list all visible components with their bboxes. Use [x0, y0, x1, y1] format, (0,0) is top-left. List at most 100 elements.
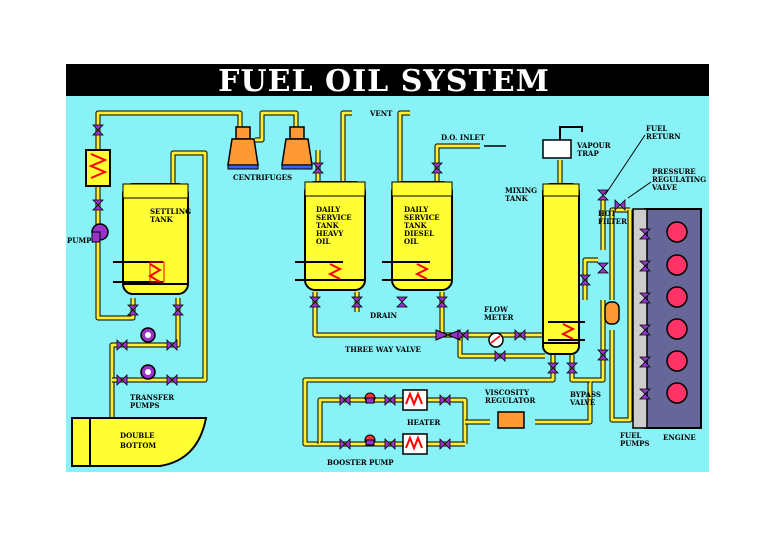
heater-2 — [402, 433, 428, 455]
transfer-pumps-label-2: PUMPS — [130, 401, 159, 410]
valve-group — [92, 124, 651, 450]
settling-tank: SETTLING TANK — [113, 183, 191, 295]
heater-1 — [402, 389, 428, 411]
diagram-title: FUEL OIL SYSTEM — [218, 64, 550, 99]
booster-pump-1 — [364, 392, 376, 404]
drain-label: DRAIN — [370, 311, 398, 320]
diesel-oil-label-2: SERVICE — [404, 213, 440, 222]
valve-icon — [436, 296, 448, 308]
engine-cylinder-1 — [666, 221, 688, 243]
valve-icon — [172, 304, 184, 316]
valve-icon — [339, 438, 351, 450]
mixing-tank-label-2: TANK — [505, 194, 529, 203]
pressure-regulating-valve-label-3: VALVE — [651, 183, 677, 192]
fuel-pumps-label-1: FUEL — [620, 431, 641, 440]
heavy-oil-label-2: SERVICE — [316, 213, 352, 222]
valve-icon — [639, 292, 651, 304]
double-bottom-label-1: DOUBLE — [120, 431, 154, 440]
valve-icon — [457, 329, 469, 341]
booster-pump-2 — [364, 434, 376, 446]
heater-label: HEATER — [407, 418, 441, 427]
heavy-oil-label-5: OIL — [316, 237, 330, 246]
engine-cylinder-4 — [666, 318, 688, 340]
valve-icon — [597, 349, 609, 361]
flow-meter-label-2: METER — [484, 313, 514, 322]
viscosity-regulator-label-2: REGULATOR — [485, 396, 536, 405]
settling-tank-label-1: SETTLING — [150, 207, 191, 216]
valve-icon — [127, 304, 139, 316]
diesel-oil-label-5: OIL — [404, 237, 418, 246]
valve-icon — [514, 329, 526, 341]
heavy-oil-label-3: TANK — [316, 221, 340, 230]
valve-icon — [597, 189, 609, 201]
valve-icon — [92, 199, 104, 211]
engine-cylinder-2 — [666, 254, 688, 276]
centrifuges-label: CENTRIFUGES — [233, 173, 292, 182]
valve-icon — [116, 374, 128, 386]
prv-pointer — [627, 181, 652, 199]
mixing-tank — [542, 183, 585, 355]
double-bottom-tank: DOUBLE BOTTOM — [71, 417, 208, 467]
valve-icon — [351, 296, 363, 308]
vapour-trap — [542, 126, 583, 159]
diesel-oil-label-3: TANK — [404, 221, 428, 230]
left-pump-icon — [91, 223, 109, 243]
viscosity-regulator — [497, 411, 525, 429]
valve-icon — [384, 438, 396, 450]
fuel-return-label-1: FUEL — [646, 124, 667, 133]
transfer-pump-2 — [140, 364, 156, 380]
valve-icon — [116, 339, 128, 351]
transfer-pumps-label-1: TRANSFER — [130, 393, 174, 402]
settling-tank-label-2: TANK — [150, 215, 174, 224]
vent-label: VENT — [369, 109, 393, 118]
valve-icon — [312, 162, 324, 174]
fuel-return-label-2: RETURN — [646, 132, 681, 141]
engine-cylinder-6 — [666, 382, 688, 404]
transfer-pump-1 — [140, 327, 156, 343]
valve-icon — [597, 262, 609, 274]
centrifuge-1 — [227, 126, 259, 170]
valve-icon — [566, 362, 578, 374]
booster-pump-label: BOOSTER PUMP — [327, 458, 394, 467]
viscosity-regulator-label-1: VISCOSITY — [484, 388, 530, 397]
double-bottom-label-2: BOTTOM — [120, 441, 156, 450]
valve-icon — [439, 438, 451, 450]
valve-icon — [639, 228, 651, 240]
flow-meter — [488, 332, 504, 348]
valve-icon — [166, 339, 178, 351]
valve-icon — [579, 274, 591, 286]
valve-icon — [309, 296, 321, 308]
valve-icon — [439, 394, 451, 406]
fuel-return-pointer — [604, 134, 646, 196]
hot-filter-label-2: FILTER — [598, 217, 627, 226]
vapour-trap-label-1: VAPOUR — [576, 141, 611, 150]
valve-icon — [547, 362, 559, 374]
valve-icon — [431, 162, 443, 174]
valve-icon — [494, 350, 506, 362]
three-way-valve-label: THREE WAY VALVE — [345, 345, 421, 354]
daily-service-tank-heavy-oil: DAILY SERVICE TANK HEAVY OIL — [295, 181, 366, 291]
diesel-oil-label-4: DIESEL — [404, 229, 434, 238]
centrifuge-2 — [281, 126, 313, 170]
pressure-regulating-valve-label-2: REGULATING — [652, 175, 706, 184]
valve-icon — [396, 296, 408, 308]
vapour-trap-label-2: TRAP — [577, 149, 599, 158]
valve-icon — [339, 394, 351, 406]
title-bar — [66, 64, 709, 96]
fuel-pumps-label-2: PUMPS — [620, 439, 649, 448]
heavy-oil-label-4: HEAVY — [316, 229, 344, 238]
heavy-oil-label-1: DAILY — [316, 205, 341, 214]
hot-filter-label-1: HOT — [598, 209, 617, 218]
valve-icon — [639, 324, 651, 336]
flow-meter-label-1: FLOW — [484, 305, 508, 314]
bypass-valve-label-1: BYPASS — [570, 390, 601, 399]
do-inlet-label: D.O. INLET — [441, 133, 486, 142]
daily-service-tank-diesel-oil: DAILY SERVICE TANK DIESEL OIL — [382, 181, 453, 291]
valve-icon — [384, 394, 396, 406]
valve-icon — [92, 124, 104, 136]
engine — [632, 208, 702, 429]
hot-filter — [604, 301, 620, 325]
valve-icon — [614, 199, 626, 211]
valve-icon — [639, 260, 651, 272]
